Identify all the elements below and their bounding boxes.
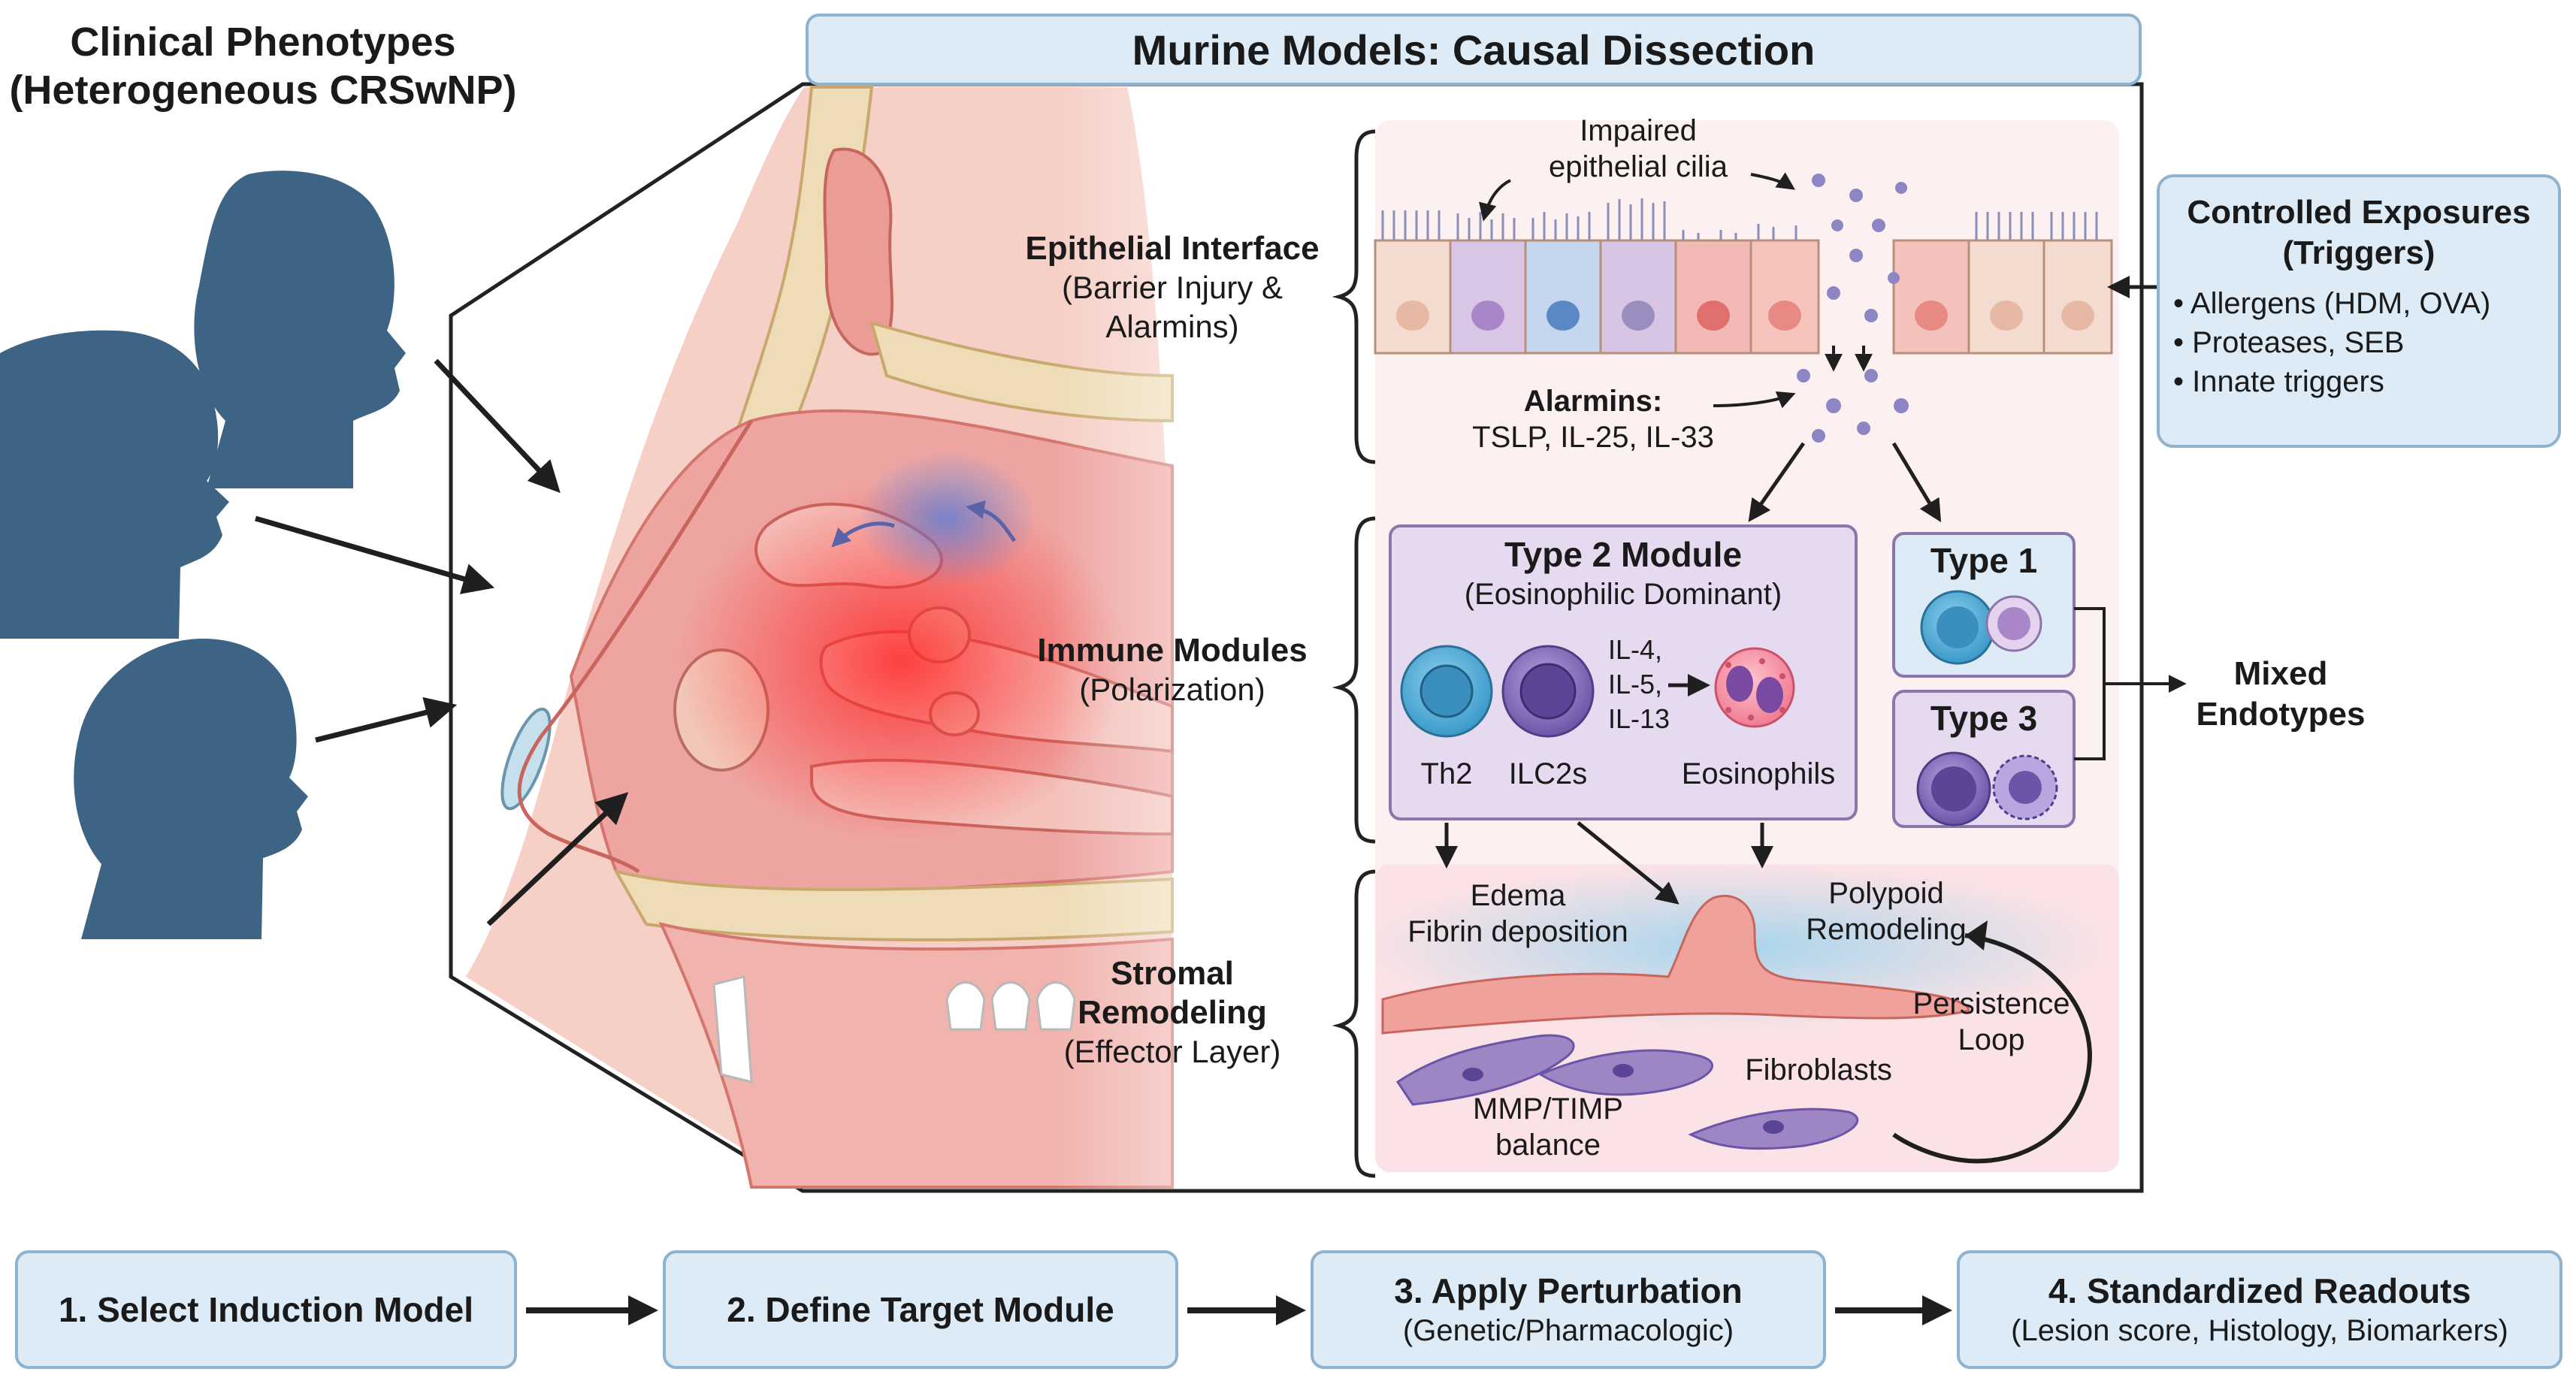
- step-1-label: 1. Select Induction Model: [58, 1290, 474, 1329]
- type1-cells: [1920, 590, 2042, 665]
- step-2-label: 2. Define Target Module: [727, 1290, 1114, 1329]
- cilia-label-1: Impaired: [1580, 114, 1697, 147]
- controlled-exposures-box: Controlled Exposures (Triggers) Allergen…: [2157, 174, 2561, 448]
- edema-line-1: Edema: [1470, 879, 1566, 912]
- epithelial-title: Epithelial Interface: [1025, 230, 1320, 267]
- step-select-model: 1. Select Induction Model: [15, 1250, 517, 1369]
- stromal-title-2: Remodeling: [1078, 994, 1267, 1031]
- ilc2-label: ILC2s: [1508, 757, 1588, 790]
- head-middle-icon: [0, 330, 229, 639]
- mixed-endotypes-label: Mixed Endotypes: [2183, 654, 2378, 735]
- epithelial-interface-label: Epithelial Interface (Barrier Injury & A…: [999, 229, 1345, 346]
- cytokine-il5: IL-5,: [1608, 669, 1663, 700]
- polypoid-label: Polypoid Remodeling: [1788, 875, 1984, 947]
- step-4-sub: (Lesion score, Histology, Biomarkers): [2011, 1314, 2508, 1347]
- mmp-label: MMP/TIMP balance: [1443, 1091, 1653, 1163]
- cilia-label: Impaired epithelial cilia: [1510, 113, 1766, 185]
- epithelium-layer: [1374, 172, 2113, 443]
- step-3-label: 3. Apply Perturbation: [1394, 1271, 1743, 1310]
- immune-modules-label: Immune Modules (Polarization): [1007, 631, 1338, 709]
- fibroblasts-label: Fibroblasts: [1745, 1053, 1892, 1086]
- panel-title: Murine Models: Causal Dissection: [806, 14, 2142, 86]
- phenotypes-title-line-1: Clinical Phenotypes: [70, 20, 456, 65]
- edema-label: Edema Fibrin deposition: [1383, 878, 1653, 950]
- exposure-item: Allergens (HDM, OVA): [2173, 284, 2544, 323]
- patient-head-icons: [0, 171, 406, 939]
- th2-label: Th2: [1420, 757, 1473, 790]
- phenotypes-title-line-2: (Heterogeneous CRSwNP): [9, 68, 517, 113]
- workflow-arrows: [526, 1295, 1952, 1325]
- nasal-anatomy: [466, 86, 1368, 1189]
- type3-cells: [1916, 751, 2058, 826]
- cilia-label-2: epithelial cilia: [1549, 150, 1728, 183]
- polypoid-line-2: Remodeling: [1806, 913, 1967, 946]
- alarmins-label: Alarmins: TSLP, IL-25, IL-33: [1450, 383, 1736, 455]
- mixed-line-2: Endotypes: [2196, 696, 2366, 733]
- cytokine-il4: IL-4,: [1608, 634, 1663, 665]
- step-3-sub: (Genetic/Pharmacologic): [1402, 1314, 1734, 1347]
- polypoid-line-1: Polypoid: [1828, 877, 1944, 910]
- type2-module-box: [1389, 524, 1858, 820]
- type1-title: Type 1: [1930, 541, 2038, 580]
- exposures-title-1: Controlled Exposures: [2187, 194, 2531, 231]
- persistence-label: Persistence Loop: [1901, 986, 2082, 1058]
- cytokine-il13: IL-13: [1608, 703, 1670, 734]
- exposure-item: Innate triggers: [2173, 362, 2544, 401]
- exposure-item: Proteases, SEB: [2173, 323, 2544, 362]
- stromal-title-1: Stromal: [1111, 955, 1234, 992]
- phenotypes-title: Clinical Phenotypes (Heterogeneous CRSwN…: [0, 18, 526, 114]
- mmp-line-1: MMP/TIMP: [1473, 1092, 1623, 1126]
- alarmins-list: TSLP, IL-25, IL-33: [1472, 421, 1714, 454]
- type2-cytokines: IL-4, IL-5, IL-13: [1608, 633, 1676, 736]
- immune-title: Immune Modules: [1037, 632, 1308, 669]
- type2-header: Type 2 Module (Eosinophilic Dominant): [1390, 533, 1856, 613]
- persistence-line-1: Persistence: [1912, 987, 2070, 1020]
- edema-line-2: Fibrin deposition: [1407, 915, 1628, 948]
- head-arrows: [255, 358, 629, 926]
- head-top-icon: [194, 171, 406, 489]
- layer-braces: [1332, 129, 1376, 1178]
- step-apply-perturbation: 3. Apply Perturbation (Genetic/Pharmacol…: [1311, 1250, 1826, 1369]
- persistence-loop-arrow: [1892, 933, 2092, 1164]
- type2-title: Type 2 Module: [1504, 535, 1743, 574]
- epithelial-line-2: Alarmins): [1105, 309, 1239, 344]
- mixed-line-1: Mixed: [2233, 655, 2328, 692]
- fibroblast-icon: [1395, 1034, 1575, 1106]
- stroma-layer: [1381, 894, 2092, 1164]
- step-define-target: 2. Define Target Module: [663, 1250, 1178, 1369]
- stromal-line-1: (Effector Layer): [1063, 1034, 1281, 1069]
- exposures-title-2: (Triggers): [2282, 234, 2435, 271]
- step-standardized-readouts: 4. Standardized Readouts (Lesion score, …: [1957, 1250, 2562, 1369]
- alarmins-title: Alarmins:: [1523, 385, 1663, 418]
- eosinophils-label: Eosinophils: [1681, 757, 1836, 790]
- head-bottom-icon: [74, 639, 308, 939]
- zoom-outline: [449, 82, 2144, 1193]
- stromal-remodeling-label: Stromal Remodeling (Effector Layer): [1022, 954, 1323, 1071]
- type2-cells: [1400, 645, 1795, 738]
- persistence-line-2: Loop: [1958, 1023, 2025, 1056]
- type3-title: Type 3: [1930, 699, 2038, 738]
- mmp-line-2: balance: [1495, 1129, 1601, 1162]
- step-4-label: 4. Standardized Readouts: [2048, 1271, 2472, 1310]
- immune-line-1: (Polarization): [1079, 672, 1265, 707]
- type2-subtitle: (Eosinophilic Dominant): [1464, 578, 1782, 611]
- epithelial-line-1: (Barrier Injury &: [1061, 270, 1283, 305]
- exposures-list: Allergens (HDM, OVA) Proteases, SEB Inna…: [2173, 284, 2544, 401]
